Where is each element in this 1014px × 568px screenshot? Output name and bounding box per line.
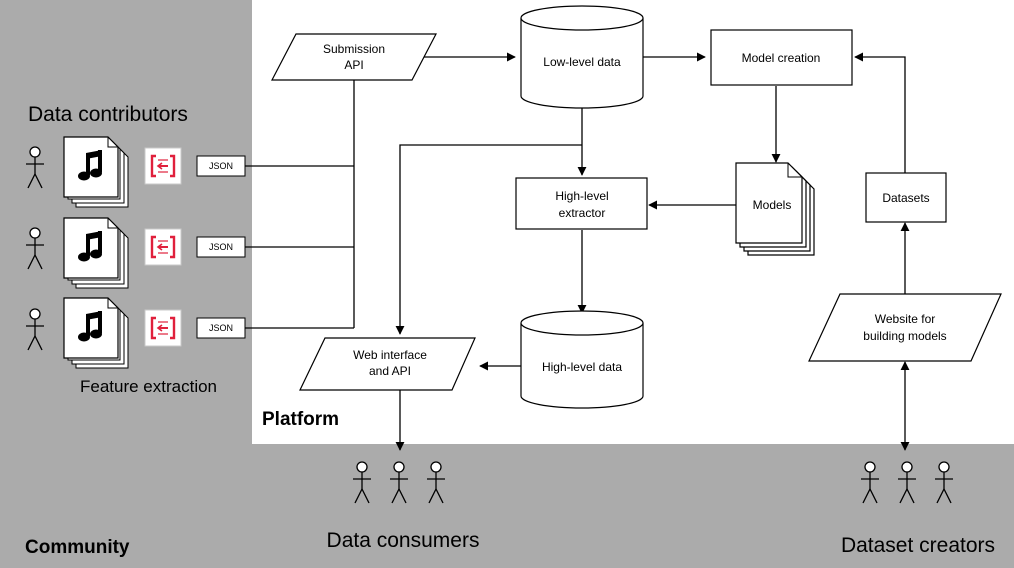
json-box: JSON bbox=[196, 155, 246, 177]
extractor-icon bbox=[143, 308, 183, 348]
music-file-icon bbox=[63, 136, 129, 208]
website-models-label-1: Website for bbox=[875, 312, 935, 326]
data-consumers-group: Data consumers bbox=[327, 461, 480, 552]
high-level-data-node: High-level data bbox=[520, 310, 644, 409]
high-level-extractor-label-1: High-level bbox=[555, 189, 608, 203]
data-contributors-label: Data contributors bbox=[28, 103, 188, 126]
extractor-icon bbox=[143, 227, 183, 267]
contributor-row: JSON bbox=[25, 217, 246, 289]
model-creation-label: Model creation bbox=[742, 51, 821, 65]
datasets-label: Datasets bbox=[882, 191, 929, 205]
model-creation-node: Model creation bbox=[710, 29, 853, 86]
dataset-creators-label: Dataset creators bbox=[841, 534, 995, 557]
connectors bbox=[245, 52, 910, 451]
web-interface-label-2: and API bbox=[369, 364, 411, 378]
datasets-node: Datasets bbox=[865, 172, 947, 223]
feature-extraction-label: Feature extraction bbox=[80, 377, 217, 396]
dataset-creators-group: Dataset creators bbox=[841, 461, 995, 557]
submission-api-node: Submission API bbox=[271, 33, 437, 81]
document-stack-icon bbox=[735, 162, 803, 244]
music-file-icon bbox=[63, 217, 129, 289]
contributor-row: JSON bbox=[25, 297, 246, 369]
contributor-row: JSON bbox=[25, 136, 246, 208]
music-file-icon bbox=[63, 297, 129, 369]
models-node: Models bbox=[735, 162, 815, 256]
json-label: JSON bbox=[209, 323, 233, 333]
platform-label: Platform bbox=[262, 409, 339, 430]
models-label: Models bbox=[753, 198, 792, 212]
json-label: JSON bbox=[209, 242, 233, 252]
high-level-data-label: High-level data bbox=[542, 360, 622, 374]
extractor-icon bbox=[143, 146, 183, 186]
json-box: JSON bbox=[196, 236, 246, 258]
high-level-extractor-node: High-level extractor bbox=[515, 177, 648, 230]
website-models-label-2: building models bbox=[863, 329, 946, 343]
json-box: JSON bbox=[196, 317, 246, 339]
low-level-data-node: Low-level data bbox=[520, 5, 644, 109]
low-level-data-label: Low-level data bbox=[543, 55, 621, 69]
json-label: JSON bbox=[209, 161, 233, 171]
web-interface-node: Web interface and API bbox=[299, 337, 476, 391]
submission-api-label-1: Submission bbox=[323, 42, 385, 56]
high-level-extractor-label-2: extractor bbox=[559, 206, 606, 220]
website-models-node: Website for building models bbox=[808, 293, 1002, 362]
community-label: Community bbox=[25, 537, 130, 558]
data-consumers-label: Data consumers bbox=[327, 529, 480, 552]
web-interface-label-1: Web interface bbox=[353, 348, 427, 362]
submission-api-label-2: API bbox=[344, 58, 363, 72]
